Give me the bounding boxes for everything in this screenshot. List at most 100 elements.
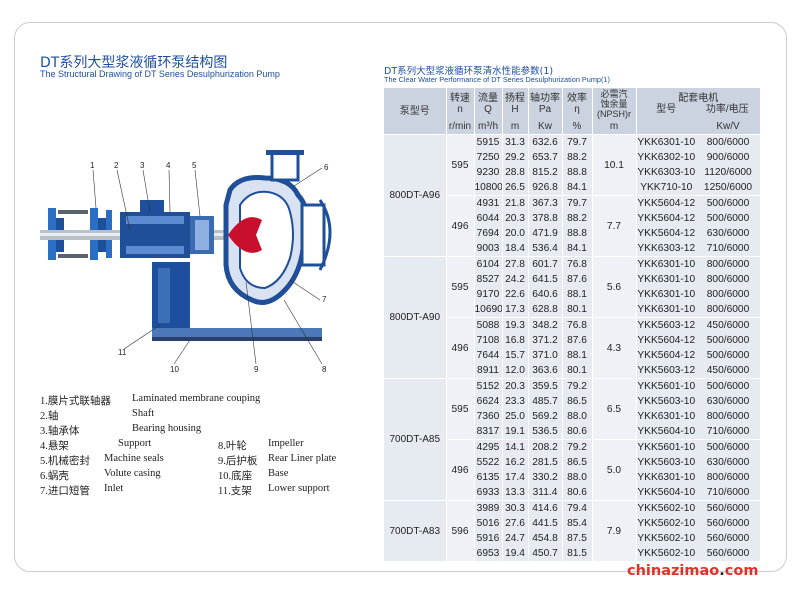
eff-cell: 87.5 xyxy=(561,531,592,546)
head-cell: 13.3 xyxy=(501,485,528,501)
motor-model-cell: YKK6301-10 xyxy=(635,287,696,302)
unit-head: m xyxy=(501,120,528,135)
motor-model-cell: YKK5604-12 xyxy=(635,211,696,226)
head-cell: 21.8 xyxy=(501,195,528,211)
power-cell: 311.4 xyxy=(527,485,562,501)
callout-8: 8 xyxy=(322,365,327,374)
eff-cell: 88.0 xyxy=(561,409,592,424)
power-cell: 359.5 xyxy=(527,378,562,394)
motor-power-cell: 800/6000 xyxy=(696,302,760,318)
power-cell: 330.2 xyxy=(527,470,562,485)
motor-model-cell: YKK5602-10 xyxy=(635,500,696,516)
power-cell: 601.7 xyxy=(527,256,562,272)
flow-cell: 5522 xyxy=(473,455,502,470)
table-subtitle: The Clear Water Performance of DT Series… xyxy=(384,75,610,84)
motor-power-cell: 710/6000 xyxy=(696,424,760,440)
head-cell: 27.8 xyxy=(501,256,528,272)
power-cell: 628.8 xyxy=(527,302,562,318)
callout-1: 1 xyxy=(90,161,95,170)
unit-flow: m³/h xyxy=(473,120,502,135)
flow-cell: 8317 xyxy=(473,424,502,440)
npsh-cell: 5.6 xyxy=(591,256,636,318)
motor-model-cell: YKK5601-10 xyxy=(635,439,696,455)
motor-model-cell: YKK6301-10 xyxy=(635,134,696,150)
head-cell: 18.4 xyxy=(501,241,528,257)
power-cell: 536.4 xyxy=(527,241,562,257)
motor-model-cell: YKK5602-10 xyxy=(635,546,696,561)
speed-cell: 596 xyxy=(445,500,474,561)
motor-power-cell: 1250/6000 xyxy=(696,180,760,196)
power-cell: 378.8 xyxy=(527,211,562,226)
flow-cell: 7250 xyxy=(473,150,502,165)
motor-model-cell: YKK5604-12 xyxy=(635,226,696,241)
motor-power-cell: 500/6000 xyxy=(696,439,760,455)
head-cell: 15.7 xyxy=(501,348,528,363)
unit-motor-power: Kw/V xyxy=(696,120,760,135)
flow-cell: 9230 xyxy=(473,165,502,180)
motor-model-cell: YKK5604-12 xyxy=(635,348,696,363)
motor-power-cell: 800/6000 xyxy=(696,256,760,272)
motor-power-cell: 630/6000 xyxy=(696,394,760,409)
eff-cell: 80.1 xyxy=(561,302,592,318)
motor-model-cell: YKK5604-10 xyxy=(635,485,696,501)
eff-cell: 76.8 xyxy=(561,317,592,333)
motor-power-cell: 500/6000 xyxy=(696,333,760,348)
flow-cell: 5016 xyxy=(473,516,502,531)
motor-model-cell: YKK5603-10 xyxy=(635,455,696,470)
motor-power-cell: 800/6000 xyxy=(696,470,760,485)
power-cell: 441.5 xyxy=(527,516,562,531)
speed-cell: 595 xyxy=(445,134,474,196)
flow-cell: 7108 xyxy=(473,333,502,348)
motor-power-cell: 500/6000 xyxy=(696,378,760,394)
eff-cell: 80.1 xyxy=(561,363,592,379)
eff-cell: 81.5 xyxy=(561,546,592,561)
flow-cell: 8911 xyxy=(473,363,502,379)
power-cell: 632.6 xyxy=(527,134,562,150)
motor-power-cell: 710/6000 xyxy=(696,485,760,501)
eff-cell: 79.7 xyxy=(561,195,592,211)
motor-power-cell: 800/6000 xyxy=(696,134,760,150)
power-cell: 454.8 xyxy=(527,531,562,546)
motor-model-cell: YKK6303-10 xyxy=(635,165,696,180)
flow-cell: 9170 xyxy=(473,287,502,302)
speed-cell: 595 xyxy=(445,378,474,440)
flow-cell: 6624 xyxy=(473,394,502,409)
motor-model-cell: YKK5604-12 xyxy=(635,195,696,211)
motor-power-cell: 450/6000 xyxy=(696,317,760,333)
motor-power-cell: 630/6000 xyxy=(696,455,760,470)
flow-cell: 6044 xyxy=(473,211,502,226)
flow-cell: 6953 xyxy=(473,546,502,561)
eff-cell: 88.8 xyxy=(561,226,592,241)
motor-model-cell: YKK5603-10 xyxy=(635,394,696,409)
eff-cell: 79.2 xyxy=(561,439,592,455)
motor-power-cell: 800/6000 xyxy=(696,272,760,287)
motor-power-cell: 560/6000 xyxy=(696,500,760,516)
eff-cell: 76.8 xyxy=(561,256,592,272)
head-cell: 19.1 xyxy=(501,424,528,440)
eff-cell: 88.1 xyxy=(561,348,592,363)
motor-model-cell: YKK5602-10 xyxy=(635,531,696,546)
eff-cell: 88.2 xyxy=(561,211,592,226)
head-cell: 23.3 xyxy=(501,394,528,409)
eff-cell: 80.6 xyxy=(561,424,592,440)
